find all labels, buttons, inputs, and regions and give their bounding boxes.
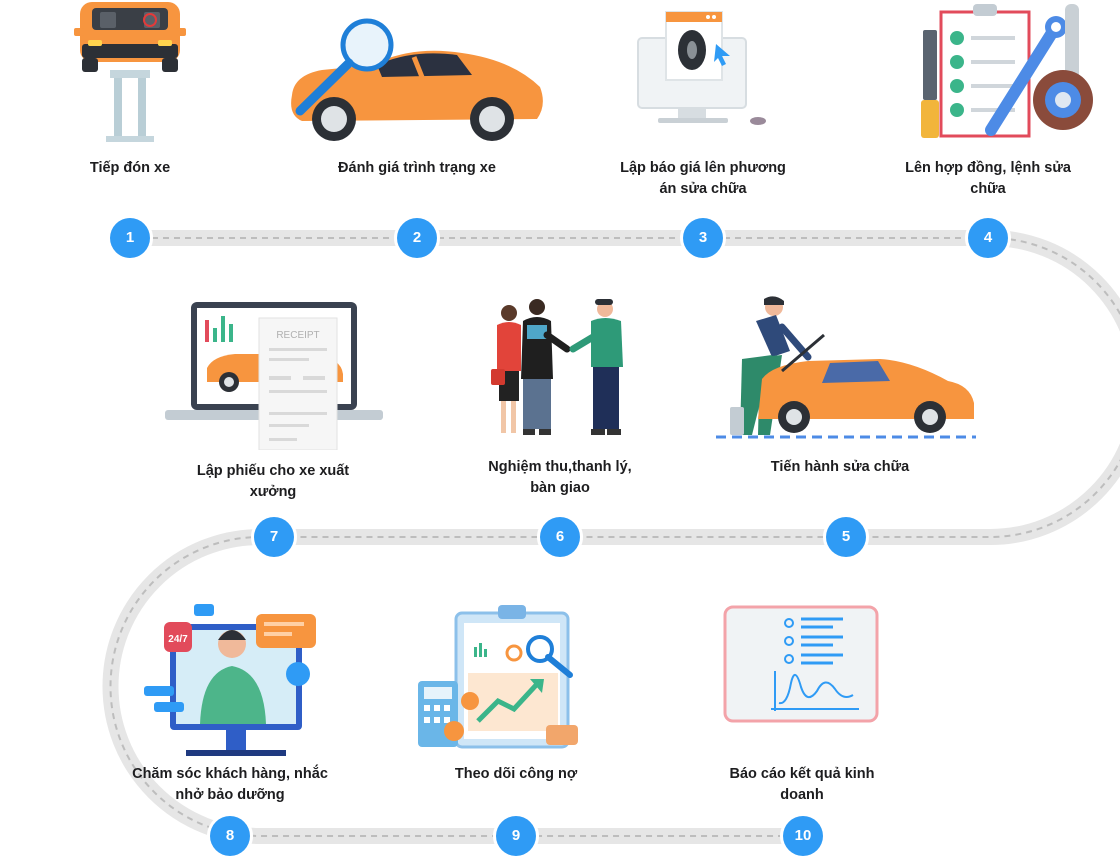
computer-tire-quote-icon: [637, 11, 766, 125]
step-7-number: 7: [254, 517, 294, 557]
step-10-number: 10: [783, 816, 823, 856]
step-7-label: Lập phiếu cho xe xuất xưởng: [196, 463, 350, 500]
step-6-number: 6: [540, 517, 580, 557]
step-5-label: Tiến hành sửa chữa: [770, 459, 910, 475]
step-8-label: Chăm sóc khách hàng, nhắc nhở bảo dưỡng: [132, 766, 328, 803]
step-2-number: 2: [397, 218, 437, 258]
step-5-number: 5: [826, 517, 866, 557]
step-8-number: 8: [210, 816, 250, 856]
customer-support-icon: 24/7: [144, 604, 316, 756]
step-4-number: 4: [968, 218, 1008, 258]
badge-247: 24/7: [168, 634, 188, 645]
step-1-number: 1: [110, 218, 150, 258]
step-9-label: Theo dõi công nợ: [454, 766, 578, 782]
business-report-icon: [723, 605, 879, 723]
step-3-number: 3: [683, 218, 723, 258]
car-lift-icon: [74, 2, 186, 142]
receipt-title: RECEIPT: [276, 330, 319, 341]
step-3-label: Lập báo giá lên phương án sửa chữa: [620, 160, 786, 197]
step-6-label: Nghiệm thu,thanh lý, bàn giao: [488, 459, 632, 496]
step-2-label: Đánh giá trình trạng xe: [338, 160, 496, 176]
step-4-label: Lên hợp đồng, lệnh sửa chữa: [905, 160, 1071, 197]
step-9-number: 9: [496, 816, 536, 856]
step-10-label: Báo cáo kết quả kinh doanh: [729, 766, 875, 803]
mechanic-repair-icon: [716, 296, 976, 439]
car-inspection-magnifier-icon: [291, 18, 543, 141]
receipt-laptop-icon: RECEIPT: [165, 302, 383, 450]
checklist-tools-icon: [921, 4, 1093, 138]
debt-tracking-icon: [418, 605, 578, 749]
handover-people-icon: [491, 299, 623, 435]
step-1-label: Tiếp đón xe: [89, 160, 171, 176]
